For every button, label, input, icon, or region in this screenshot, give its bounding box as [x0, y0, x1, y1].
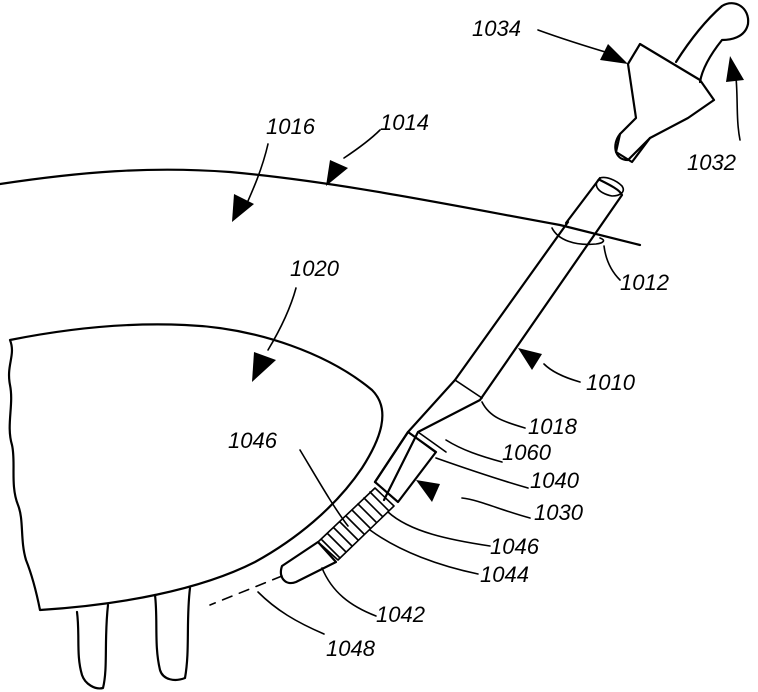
connector-1034 [616, 44, 714, 162]
label-1030: 1030 [534, 500, 584, 525]
label-1046-upper: 1046 [228, 428, 278, 453]
label-1010: 1010 [586, 370, 636, 395]
label-1032: 1032 [687, 150, 736, 175]
label-1034: 1034 [472, 16, 521, 41]
label-1014: 1014 [380, 110, 429, 135]
label-1012: 1012 [620, 270, 669, 295]
skin-surface-line [0, 170, 640, 245]
vessel-left [77, 605, 108, 688]
label-1044: 1044 [480, 562, 529, 587]
label-1016: 1016 [266, 114, 316, 139]
label-1040: 1040 [530, 468, 580, 493]
label-1060: 1060 [502, 440, 552, 465]
tip-1042 [281, 542, 336, 583]
label-1042: 1042 [376, 602, 425, 627]
label-1046-lower: 1046 [490, 534, 540, 559]
label-1020: 1020 [290, 256, 340, 281]
vessel-right [155, 588, 190, 680]
cannula-body [375, 180, 622, 500]
segment-1018-band [455, 380, 482, 398]
label-1048: 1048 [326, 636, 376, 661]
dashed-path-1048 [210, 576, 282, 605]
label-1018: 1018 [528, 414, 578, 439]
cannula-wall-left [566, 178, 600, 223]
